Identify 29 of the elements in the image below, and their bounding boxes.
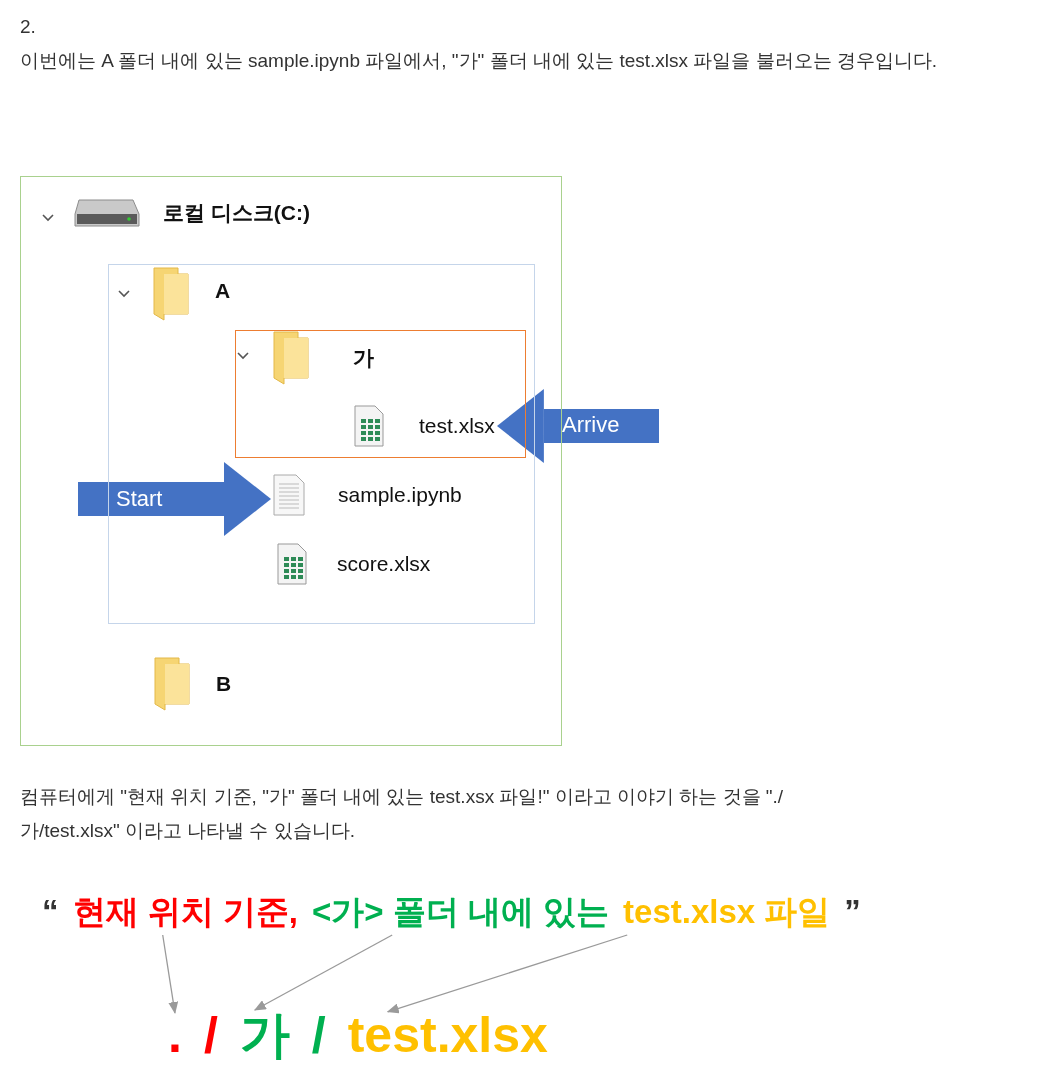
drive-label: 로컬 디스크(C:) (163, 200, 310, 226)
file-name: sample.ipynb (338, 483, 462, 507)
file-name: test.xlsx (419, 414, 495, 438)
folder-name: B (216, 672, 232, 696)
arrow (162, 934, 179, 1014)
phrase-text: <가> 폴더 내에 있는 (312, 890, 610, 935)
edge-label: Arrive (562, 412, 620, 438)
folder-name: A (215, 279, 231, 303)
section-number: 2. (20, 15, 37, 39)
arrow (386, 934, 628, 1014)
slash-text: / (203, 1006, 218, 1064)
paragraph: 컴퓨터에게 "현재 위치 기준, "가" 폴더 내에 있는 test.xsx 파일!" 이라고 이야기 하는 것을 "./가/test.xlsx" 이라고 나타낼 수 있습니다. (20, 785, 785, 843)
edge-label: Start (116, 486, 163, 512)
folder-name: 가 (353, 345, 374, 371)
folder-box (235, 330, 526, 458)
slash-text: / (311, 1006, 326, 1064)
quote-mark: “ (42, 893, 59, 931)
block-arrow (496, 389, 659, 463)
paragraph: 이번에는 A 폴더 내에 있는 sample.ipynb 파일에서, "가" 폴더 내에 있는 test.xlsx 파일을 불러오는 경우입니다. (20, 49, 939, 73)
folder-box (108, 264, 535, 624)
path-part: . (168, 1006, 182, 1064)
arrow (253, 934, 393, 1011)
quote-mark: ” (844, 893, 861, 931)
block-arrow (78, 462, 271, 536)
phrase-text: test.xlsx 파일 (623, 890, 831, 935)
phrase-text: 현재 위치 기준, (72, 890, 298, 935)
file-name: score.xlsx (337, 552, 431, 576)
path-part: 가 (239, 1002, 290, 1069)
path-part: test.xlsx (347, 1006, 548, 1064)
